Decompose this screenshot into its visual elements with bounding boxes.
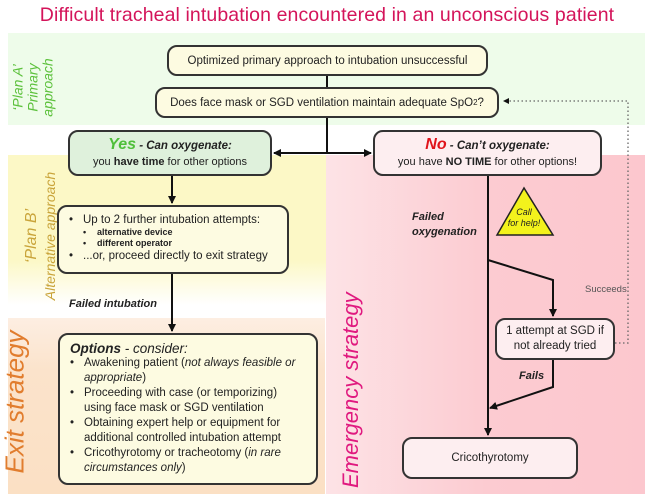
exit-options-consider: - consider: [121, 341, 188, 356]
call-help-line1: Call [516, 207, 532, 217]
call-help-line2: for help! [507, 218, 541, 228]
arrow-sgd-fails [489, 360, 554, 410]
exit-option-item: Proceeding with case (or temporizing) us… [70, 386, 306, 416]
failed-intubation-label: Failed intubation [69, 298, 157, 310]
exit-option-text: Obtaining expert help or equipment for a… [84, 417, 281, 444]
plan-b-item: Up to 2 further intubation attempts: [67, 213, 268, 227]
exit-option-text: Awakening patient ( [84, 357, 185, 369]
exit-options-heading: Options [70, 341, 121, 356]
plan-b-subitem: alternative device [67, 227, 268, 238]
sgd-attempt-box: 1 attempt at SGD if not already tried [495, 318, 615, 360]
exit-option-item: Obtaining expert help or equipment for a… [70, 416, 306, 446]
yes-label: Yes [108, 135, 136, 153]
arrow-to-sgd [487, 259, 557, 317]
question-text: Does face mask or SGD ventilation mainta… [170, 96, 474, 109]
sgd-line2: not already tried [513, 340, 597, 352]
exit-option-text: Cricothyrotomy or tracheotomy ( [84, 447, 249, 459]
cricothyrotomy-box: Cricothyrotomy [402, 437, 578, 479]
sgd-line1: 1 attempt at SGD if [506, 325, 604, 337]
diagram-title: Difficult tracheal intubation encountere… [39, 4, 615, 26]
plan-b-subitem: different operator [67, 238, 268, 249]
dotted-succeeds-return [503, 98, 629, 344]
question-suffix: ? [477, 96, 484, 109]
failed-oxygenation-line1: Failed [412, 211, 444, 223]
no-line2-post: for other options! [491, 155, 578, 168]
ventilation-question-box: Does face mask or SGD ventilation mainta… [155, 87, 499, 118]
call-for-help-text: Call for help! [504, 207, 544, 229]
exit-option-end: ) [181, 462, 186, 474]
yes-line2-pre: you [92, 155, 114, 168]
no-cant-oxygenate-box: No - Can’t oxygenate: you have NO TIME f… [373, 130, 602, 176]
plan-b-box: Up to 2 further intubation attempts: alt… [57, 205, 289, 274]
fails-label: Fails [519, 370, 545, 382]
exit-option-italic: in rare circumstances only [84, 447, 281, 474]
exit-options-box: Options - consider: Awakening patient (n… [58, 333, 318, 485]
exit-option-text: Proceeding with case (or temporizing) us… [84, 387, 278, 414]
yes-can-oxygenate-box: Yes - Can oxygenate: you have time for o… [68, 130, 272, 176]
no-line2-bold: NO TIME [445, 155, 492, 168]
no-label: No [425, 135, 447, 153]
exit-option-item: Cricothyrotomy or tracheotomy (in rare c… [70, 446, 306, 476]
primary-approach-box: Optimized primary approach to intubation… [167, 45, 488, 76]
failed-oxygenation-line2: oxygenation [412, 226, 477, 238]
call-for-help-icon [495, 186, 555, 236]
question-sub: 2 [473, 98, 478, 107]
yes-heading: - Can oxygenate: [136, 139, 232, 152]
no-heading: - Can’t oxygenate: [446, 139, 550, 152]
plan-b-item: ...or, proceed directly to exit strategy [67, 249, 268, 263]
no-line2-pre: you have [397, 155, 446, 168]
exit-option-end: ) [142, 372, 147, 384]
yes-line2-post: for other options [164, 155, 248, 168]
failed-oxygenation-label: Failed oxygenation [412, 210, 477, 240]
succeeds-label: Succeeds [585, 284, 627, 295]
exit-option-italic: not always feasible or appropriate [84, 357, 296, 384]
exit-option-item: Awakening patient (not always feasible o… [70, 356, 306, 386]
yes-line2-bold: have time [113, 155, 165, 168]
